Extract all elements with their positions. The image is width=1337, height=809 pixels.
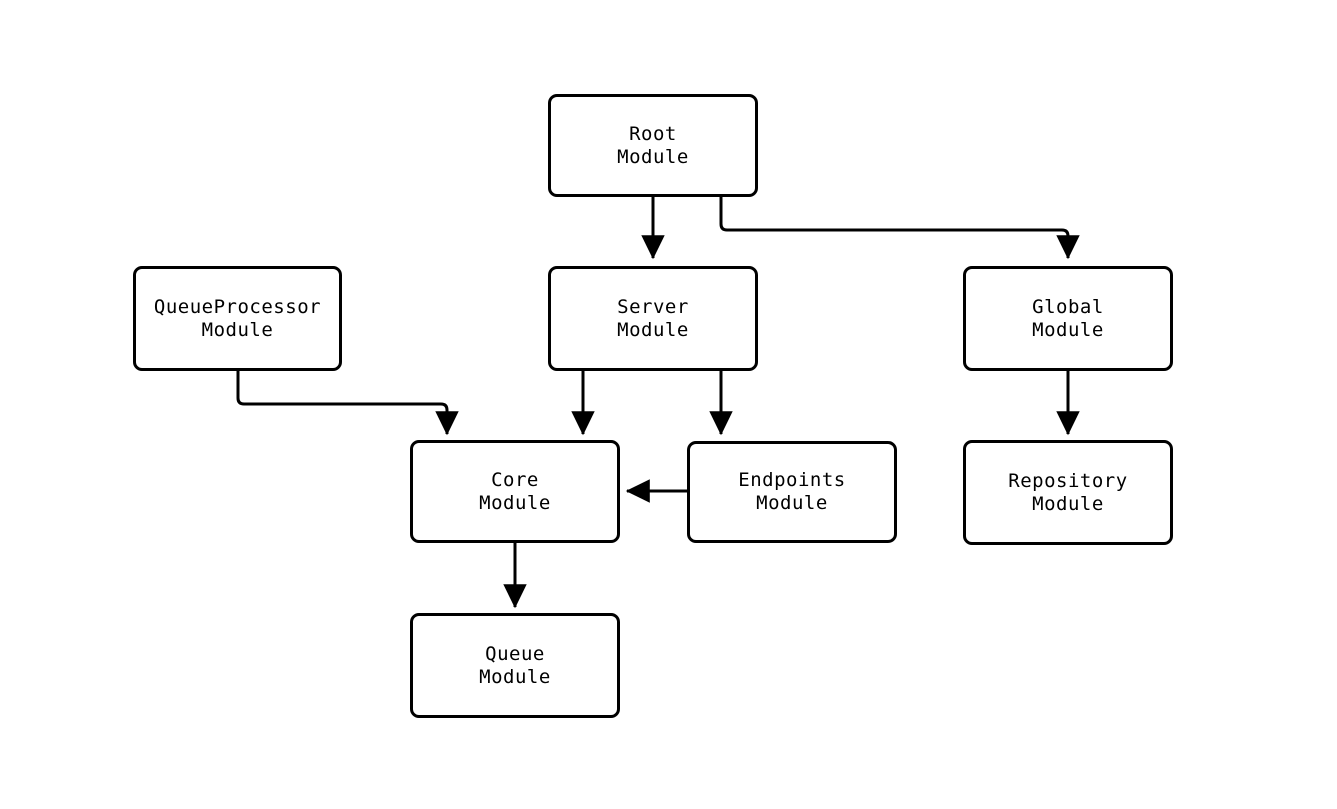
node-subtitle: Module — [756, 492, 828, 514]
node-title: Server — [617, 295, 689, 318]
node-title: Core — [491, 468, 539, 491]
node-title: QueueProcessor — [153, 295, 322, 318]
node-repository-module[interactable]: Repository Module — [963, 440, 1173, 545]
node-subtitle: Module — [617, 318, 689, 341]
edge-root-to-global — [719, 197, 1080, 260]
node-server-module[interactable]: Server Module — [548, 266, 758, 371]
node-subtitle: Module — [617, 145, 689, 168]
node-title: Repository — [1008, 469, 1128, 492]
edge-queueprocessor-to-core — [236, 371, 459, 436]
node-subtitle: Module — [201, 318, 274, 341]
node-title: Queue — [485, 642, 545, 665]
node-title: Endpoints — [738, 469, 846, 491]
node-global-module[interactable]: Global Module — [963, 266, 1173, 371]
node-endpoints-module[interactable]: Endpoints Module — [687, 441, 897, 543]
node-title: Root — [629, 122, 677, 145]
node-root-module[interactable]: Root Module — [548, 94, 758, 197]
node-subtitle: Module — [479, 665, 551, 688]
node-subtitle: Module — [479, 491, 551, 514]
node-queueprocessor-module[interactable]: QueueProcessor Module — [133, 266, 342, 371]
node-core-module[interactable]: Core Module — [410, 440, 620, 543]
node-queue-module[interactable]: Queue Module — [410, 613, 620, 718]
node-subtitle: Module — [1032, 492, 1104, 515]
node-title: Global — [1032, 295, 1104, 318]
node-subtitle: Module — [1032, 318, 1104, 341]
